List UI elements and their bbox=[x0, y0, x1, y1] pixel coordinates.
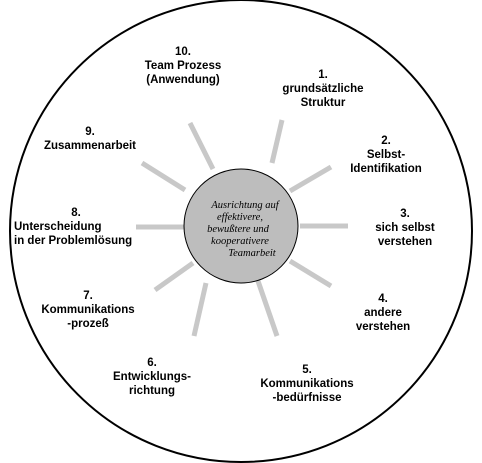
spoke-2 bbox=[288, 164, 333, 194]
node-number: 9. bbox=[85, 126, 95, 138]
node-text-line: Team Prozess bbox=[145, 60, 222, 72]
node-label-2: 2. Selbst- Identifikation bbox=[350, 135, 422, 175]
node-text-line: (Anwendung) bbox=[146, 74, 220, 86]
node-number: 5. bbox=[302, 364, 312, 376]
node-text-line: grundsätzliche bbox=[282, 83, 363, 95]
node-text-line: in der Problemlösung bbox=[14, 235, 132, 247]
node-label-3: 3. sich selbst verstehen bbox=[375, 208, 435, 248]
hub-label-line: kooperativere bbox=[211, 236, 269, 247]
spoke-9 bbox=[140, 160, 187, 193]
node-text-line: andere bbox=[364, 307, 402, 319]
node-text-line: Entwicklungs- bbox=[113, 371, 191, 383]
outer-circle bbox=[9, 0, 473, 463]
node-label-7: 7. Kommunikations -prozeß bbox=[41, 290, 134, 330]
node-text-line: Selbst- bbox=[367, 149, 406, 161]
node-number: 8. bbox=[71, 207, 81, 219]
node-number: 4. bbox=[378, 293, 388, 305]
node-number: 3. bbox=[400, 208, 410, 220]
node-text-line: -prozeß bbox=[67, 318, 109, 330]
spoke-4 bbox=[288, 258, 333, 289]
node-label-4: 4. andere verstehen bbox=[356, 293, 410, 333]
node-number: 7. bbox=[83, 290, 93, 302]
hub-label-line: bewußtere und bbox=[207, 224, 269, 235]
hub-label-line: Ausrichtung auf bbox=[210, 200, 280, 211]
spoke-10 bbox=[187, 121, 216, 171]
node-text-line: verstehen bbox=[356, 321, 410, 333]
spoke-5 bbox=[255, 280, 280, 337]
node-label-6: 6. Entwicklungs-richtung bbox=[113, 357, 191, 397]
node-text-line: Kommunikations bbox=[41, 304, 134, 316]
hub-circle bbox=[183, 168, 299, 284]
spokes-group bbox=[136, 119, 348, 337]
node-text-line: richtung bbox=[129, 385, 175, 397]
node-label-8: 8. Unterscheidung in der Problemlösung bbox=[14, 207, 132, 247]
node-text-line: Struktur bbox=[301, 97, 346, 109]
spoke-6 bbox=[191, 282, 209, 337]
node-text-line: Unterscheidung bbox=[14, 221, 102, 233]
node-text-line: Zusammenarbeit bbox=[44, 140, 136, 152]
node-text-line: Identifikation bbox=[350, 163, 422, 175]
spoke-7 bbox=[153, 260, 195, 293]
node-label-5: 5. Kommunikations -bedürfnisse bbox=[260, 364, 353, 404]
node-text-line: sich selbst bbox=[375, 222, 435, 234]
node-number: 6. bbox=[147, 357, 157, 369]
node-label-10: 10. Team Prozess (Anwendung) bbox=[145, 46, 222, 86]
spoke-1 bbox=[269, 119, 285, 164]
hub-label-line: Teamarbeit bbox=[228, 248, 277, 259]
node-number: 1. bbox=[318, 69, 328, 81]
hub-label-line: effektivere, bbox=[217, 212, 263, 223]
node-text-line: -bedürfnisse bbox=[272, 392, 341, 404]
node-text-line: verstehen bbox=[378, 236, 432, 248]
node-label-9: 9. Zusammenarbeit bbox=[44, 126, 136, 152]
node-text-line: Kommunikations bbox=[260, 378, 353, 390]
node-number: 2. bbox=[381, 135, 391, 147]
node-number: 10. bbox=[175, 46, 191, 58]
